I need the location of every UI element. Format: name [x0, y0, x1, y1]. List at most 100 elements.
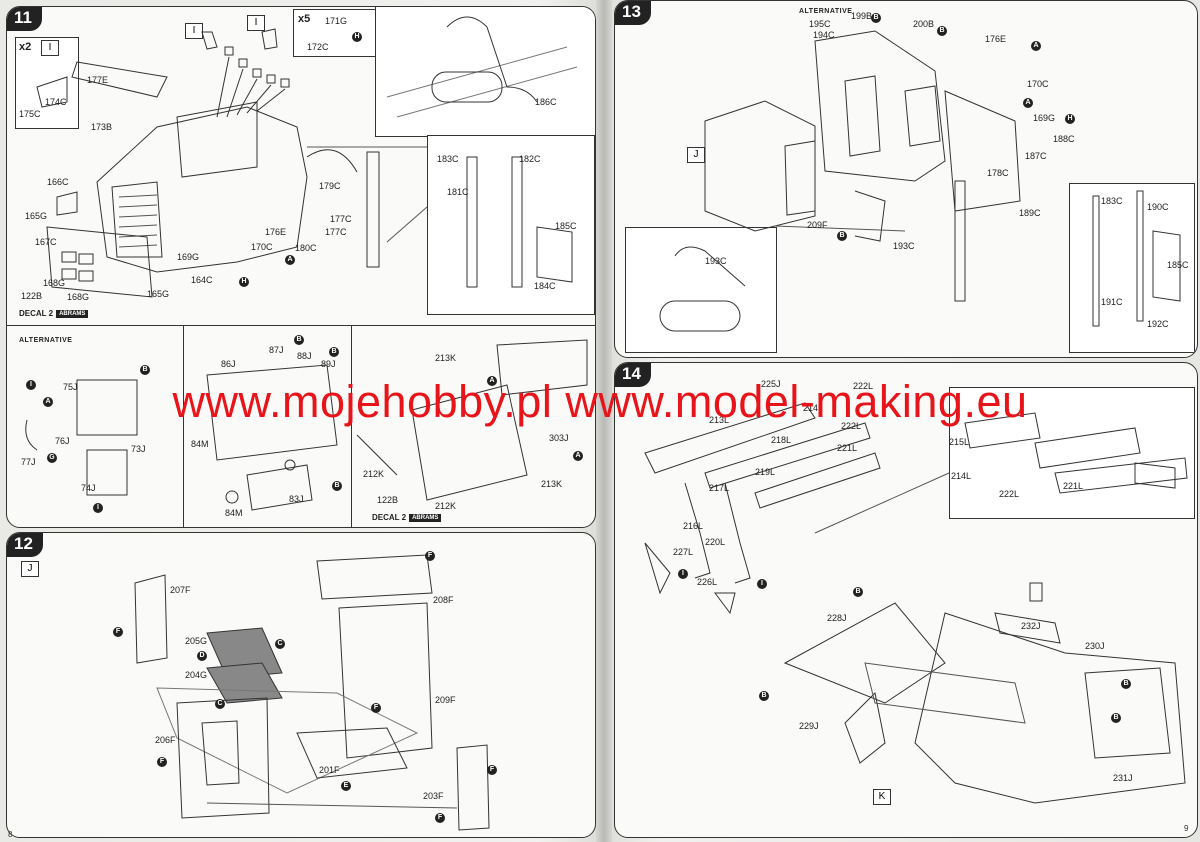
- part-label: 206F: [155, 735, 176, 745]
- stack-detail-box: [1069, 183, 1195, 353]
- part-label: 228J: [827, 613, 847, 623]
- glue-badge-b: B: [329, 347, 339, 357]
- part-label: 209F: [807, 220, 828, 230]
- glue-badge-f: F: [425, 551, 435, 561]
- part-label: 205G: [185, 636, 208, 646]
- glue-badge-a: A: [285, 255, 295, 265]
- glue-badge-b: B: [332, 481, 342, 491]
- frame-detail-box: [949, 387, 1195, 519]
- part-label: 173B: [91, 122, 113, 132]
- chassis-drawing: [644, 402, 1188, 804]
- part-label: 200B: [913, 19, 935, 29]
- part-label: 226L: [697, 577, 718, 587]
- step-11-panel: 11 x2 I I I x5: [6, 6, 596, 528]
- part-label: 214L: [951, 471, 972, 481]
- glue-badge-a: A: [43, 397, 53, 407]
- part-label: 213K: [435, 353, 457, 363]
- parts-key-box: I: [41, 40, 59, 56]
- watermark-text: www.mojehobby.pl www.model-making.eu: [172, 376, 1028, 427]
- part-label: 177C: [325, 227, 347, 237]
- exhaust-detail-box: [625, 227, 777, 353]
- glue-badge-b: B: [871, 13, 881, 23]
- part-label: 77J: [21, 457, 36, 467]
- part-label: 212K: [435, 501, 457, 511]
- cab-interior-drawing: [659, 30, 1181, 332]
- part-label: 182C: [519, 154, 541, 164]
- part-label: 165G: [147, 289, 170, 299]
- glue-badge-i: I: [757, 579, 767, 589]
- alt-divider-2: [351, 325, 352, 527]
- part-label: 189C: [1019, 208, 1041, 218]
- part-label: 84M: [191, 439, 209, 449]
- part-label: 179C: [319, 181, 341, 191]
- part-label: 232J: [1021, 621, 1041, 631]
- part-label: 122B: [377, 495, 399, 505]
- part-label: 193C: [893, 241, 915, 251]
- glue-badge-f: F: [371, 703, 381, 713]
- part-label: 168G: [43, 278, 66, 288]
- page-number-left: 8: [8, 830, 13, 839]
- part-label: 219L: [755, 467, 776, 477]
- glue-badge-f: F: [157, 757, 167, 767]
- part-label: 225J: [761, 379, 781, 389]
- glue-badge-e: E: [341, 781, 351, 791]
- alternative-heading: ALTERNATIVE: [19, 337, 73, 344]
- part-label: 218L: [771, 435, 792, 445]
- part-label: 165G: [25, 211, 48, 221]
- glue-badge-i: I: [26, 380, 36, 390]
- alternative-drawings: [25, 339, 588, 511]
- glue-badge-c: C: [215, 699, 225, 709]
- step-number: 12: [7, 533, 43, 557]
- part-label: 122B: [21, 291, 43, 301]
- part-label: 177E: [87, 75, 109, 85]
- part-label: 191C: [1101, 297, 1123, 307]
- parts-key-box: K: [873, 789, 891, 805]
- part-label: 186C: [535, 97, 557, 107]
- part-label: 194C: [813, 30, 835, 40]
- qty-label: x2: [19, 41, 32, 53]
- glue-badge-a: A: [1031, 41, 1041, 51]
- step-13-panel: 13 ALTERNATIVE J B B A A H B 199B 195C 1…: [614, 0, 1198, 358]
- part-label: 209F: [435, 695, 456, 705]
- step-14-panel: 14 K I I B B B B 225J 222L: [614, 362, 1198, 838]
- part-label: 88J: [297, 351, 312, 361]
- glue-badge-h: H: [239, 277, 249, 287]
- part-label: 170C: [251, 242, 273, 252]
- part-label: 221L: [1063, 481, 1084, 491]
- part-label: 222L: [841, 421, 862, 431]
- part-label: 213L: [709, 415, 730, 425]
- part-label: 166C: [47, 177, 69, 187]
- glue-badge-c: C: [275, 639, 285, 649]
- part-label: 185C: [1167, 260, 1189, 270]
- part-label: 175C: [19, 109, 41, 119]
- glue-badge-f: F: [487, 765, 497, 775]
- truck-cab-drawing: [36, 16, 578, 298]
- part-label: 214: [803, 403, 819, 413]
- part-label: 227L: [673, 547, 694, 557]
- glue-badge-h: H: [352, 32, 362, 42]
- part-label: 176E: [265, 227, 287, 237]
- glue-badge-g: G: [47, 453, 57, 463]
- part-label: 212K: [363, 469, 385, 479]
- part-label: 84M: [225, 508, 243, 518]
- page-gutter: [596, 0, 612, 842]
- step-12-panel: 12 J F F C D C F F E F F 207F 205G 204G …: [6, 532, 596, 838]
- x2-subassembly-box: [15, 37, 79, 129]
- page-number-right: 9: [1184, 824, 1189, 833]
- part-label: 216L: [683, 521, 704, 531]
- step-number: 14: [615, 363, 651, 387]
- part-label: 171G: [325, 16, 348, 26]
- glue-badge-d: D: [197, 651, 207, 661]
- glue-badge-b: B: [1121, 679, 1131, 689]
- parts-key-box: I: [185, 23, 203, 39]
- part-label: 217L: [709, 483, 730, 493]
- part-label: 303J: [549, 433, 569, 443]
- part-label: 176E: [985, 34, 1007, 44]
- part-label: 188C: [1053, 134, 1075, 144]
- part-label: 215L: [949, 437, 970, 447]
- part-label: 172C: [307, 42, 329, 52]
- part-label: 222L: [999, 489, 1020, 499]
- alternative-heading: ALTERNATIVE: [799, 8, 853, 15]
